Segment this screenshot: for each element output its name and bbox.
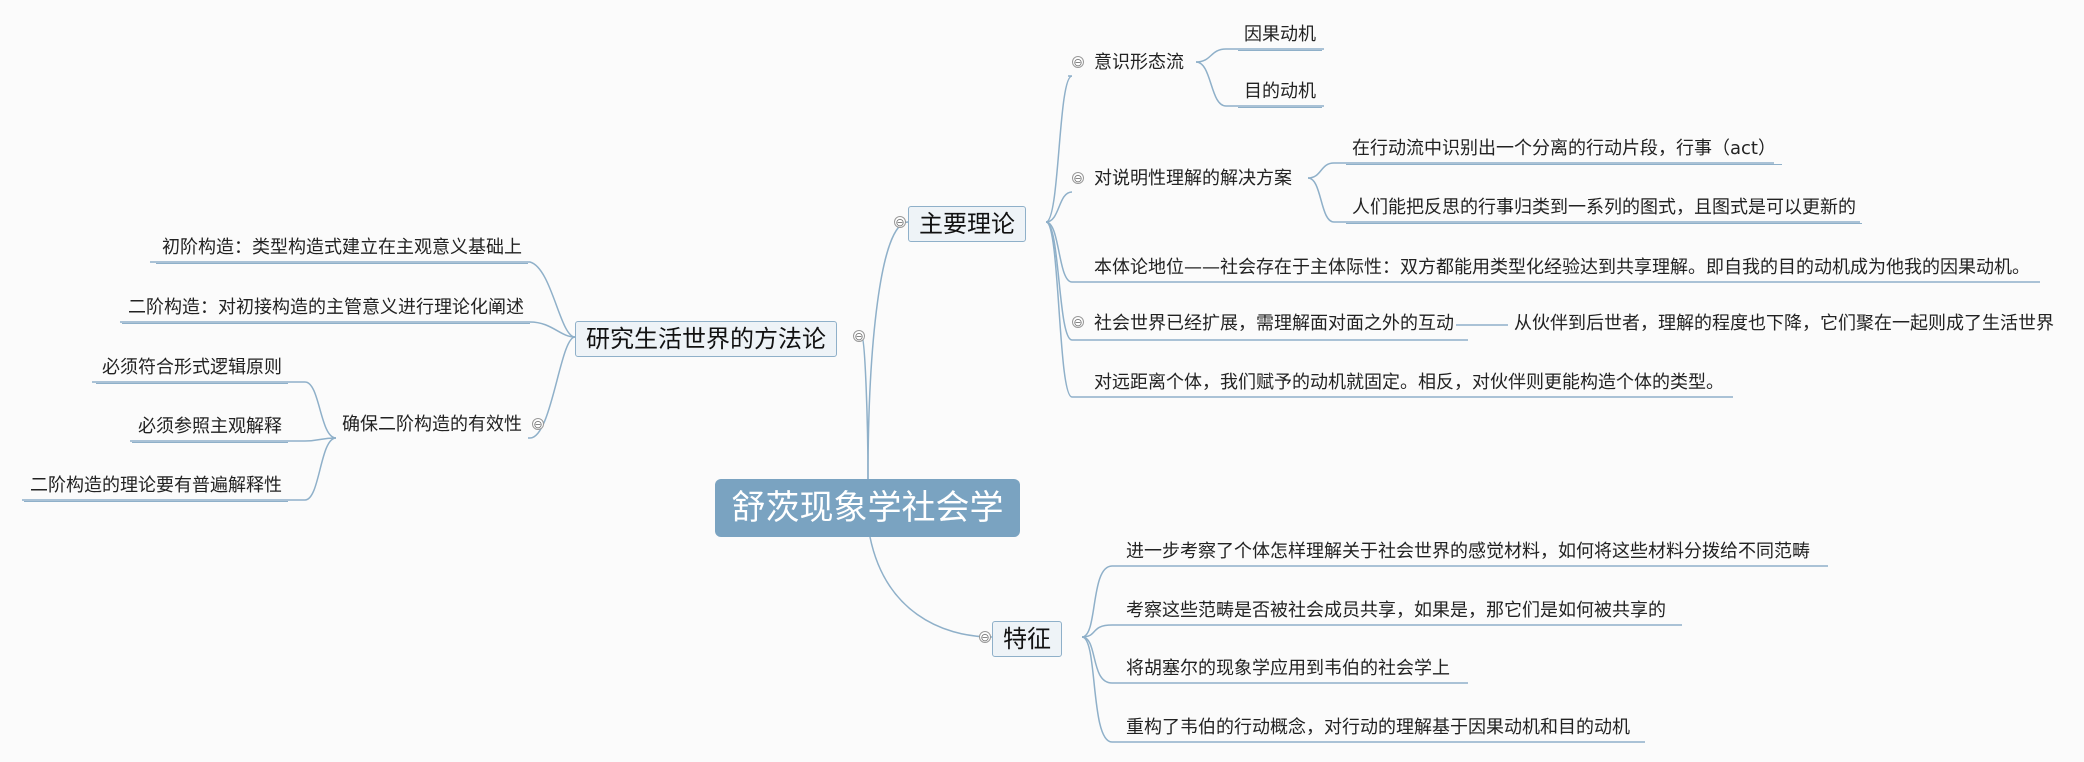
- node-ensure-validity[interactable]: 确保二阶构造的有效性: [342, 414, 522, 435]
- collapse-expansion-icon[interactable]: ⊖: [1072, 316, 1084, 329]
- node-second-order-construct[interactable]: 二阶构造：对初接构造的主管意义进行理论化阐述: [122, 297, 530, 324]
- feature-item[interactable]: 将胡塞尔的现象学应用到韦伯的社会学上: [1126, 658, 1450, 679]
- collapse-stream-icon[interactable]: ⊖: [1072, 56, 1084, 69]
- feature-item[interactable]: 进一步考察了个体怎样理解关于社会世界的感觉材料，如何将这些材料分拨给不同范畴: [1126, 541, 1810, 562]
- node-causal-motive[interactable]: 因果动机: [1238, 24, 1322, 51]
- node-subjective-interpretation[interactable]: 必须参照主观解释: [132, 416, 288, 443]
- node-act-segment[interactable]: 在行动流中识别出一个分离的行动片段，行事（act）: [1346, 138, 1782, 165]
- collapse-methodology-icon[interactable]: ⊖: [853, 330, 865, 343]
- collapse-validity-icon[interactable]: ⊖: [532, 418, 544, 431]
- collapse-solution-icon[interactable]: ⊖: [1072, 172, 1084, 185]
- collapse-features-icon[interactable]: ⊖: [979, 631, 991, 644]
- node-companions-to-successors[interactable]: 从伙伴到后世者，理解的程度也下降，它们聚在一起则成了生活世界: [1514, 313, 2054, 334]
- topic-main-theory[interactable]: 主要理论: [908, 206, 1026, 242]
- topic-features[interactable]: 特征: [992, 621, 1062, 657]
- node-schema-update[interactable]: 人们能把反思的行事归类到一系列的图式，且图式是可以更新的: [1346, 197, 1862, 224]
- node-distant-individuals[interactable]: 对远距离个体，我们赋予的动机就固定。相反，对伙伴则更能构造个体的类型。: [1094, 372, 1724, 393]
- node-purpose-motive[interactable]: 目的动机: [1238, 81, 1322, 108]
- node-explanatory-solution[interactable]: 对说明性理解的解决方案: [1094, 168, 1292, 189]
- node-first-order-construct[interactable]: 初阶构造：类型构造式建立在主观意义基础上: [156, 237, 528, 264]
- node-universal-explanation[interactable]: 二阶构造的理论要有普遍解释性: [24, 475, 288, 502]
- feature-item[interactable]: 考察这些范畴是否被社会成员共享，如果是，那它们是如何被共享的: [1126, 600, 1666, 621]
- node-social-world-expansion[interactable]: 社会世界已经扩展，需理解面对面之外的互动: [1094, 313, 1454, 334]
- feature-item[interactable]: 重构了韦伯的行动概念，对行动的理解基于因果动机和目的动机: [1126, 717, 1630, 738]
- topic-methodology[interactable]: 研究生活世界的方法论: [575, 321, 837, 357]
- collapse-main-theory-icon[interactable]: ⊖: [894, 216, 906, 229]
- node-ontology-status[interactable]: 本体论地位——社会存在于主体际性：双方都能用类型化经验达到共享理解。即自我的目的…: [1094, 257, 2030, 278]
- root-topic[interactable]: 舒茨现象学社会学: [715, 479, 1020, 537]
- node-formal-logic[interactable]: 必须符合形式逻辑原则: [96, 357, 288, 384]
- node-consciousness-stream[interactable]: 意识形态流: [1094, 52, 1184, 73]
